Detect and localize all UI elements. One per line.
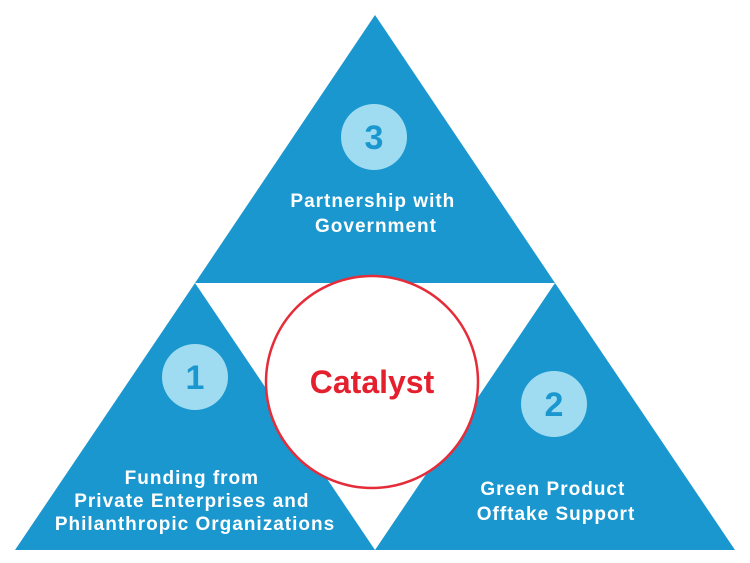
segment-3-number: 3: [365, 119, 384, 157]
segment-2-label: Green Product Offtake Support: [477, 479, 636, 525]
segment-3-badge: [341, 104, 407, 170]
segment-3-label-line-1: Partnership with: [290, 191, 455, 212]
segment-1-badge: [162, 344, 228, 410]
segment-1-triangle: [15, 283, 375, 550]
segment-2-label-line-1: Green Product: [480, 479, 625, 500]
segment-1-label-line-2: Private Enterprises and: [74, 491, 309, 512]
segment-2-number: 2: [545, 386, 564, 424]
segment-2-label-line-2: Offtake Support: [477, 504, 636, 525]
catalyst-circle: [264, 274, 480, 490]
segment-1: 1 Funding from Private Enterprises and P…: [55, 344, 335, 535]
segment-1-number: 1: [186, 359, 205, 397]
catalyst-label: Catalyst: [310, 364, 435, 400]
segment-1-label-line-3: Philanthropic Organizations: [55, 514, 335, 535]
segment-3-label: Partnership with Government: [290, 191, 461, 237]
segment-1-label-line-1: Funding from: [125, 468, 259, 489]
segment-2-badge: [521, 371, 587, 437]
segment-2: 2 Green Product Offtake Support: [477, 371, 636, 525]
segment-1-label: Funding from Private Enterprises and Phi…: [55, 468, 335, 535]
segment-3-label-line-2: Government: [315, 216, 437, 237]
segment-3: 3 Partnership with Government: [290, 104, 461, 237]
